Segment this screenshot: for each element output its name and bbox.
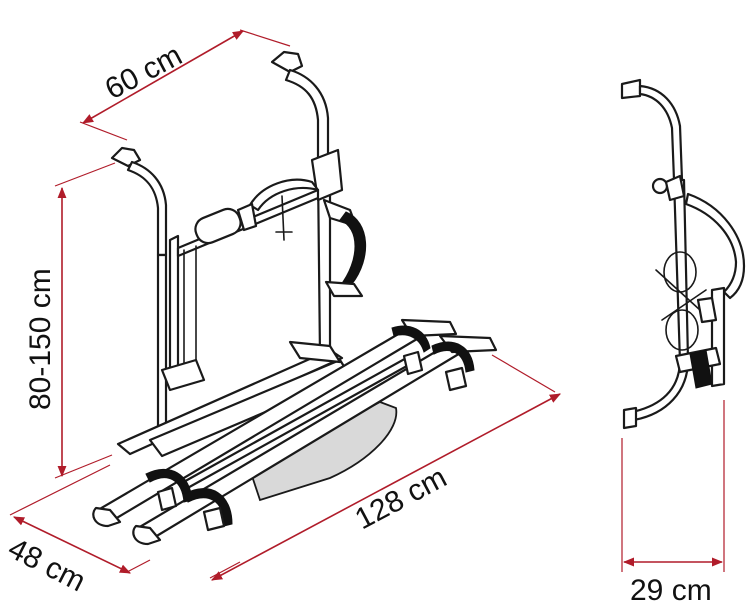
dimension-lines	[9, 29, 725, 581]
bike-rack-perspective-drawing	[92, 50, 498, 546]
depth-dimension-label: 48 cm	[3, 532, 91, 598]
side-depth-dimension-label: 29 cm	[630, 574, 712, 607]
length-dimension-label: 128 cm	[350, 461, 452, 536]
bike-rack-side-view-drawing	[620, 78, 746, 430]
width-dimension-label: 60 cm	[100, 39, 188, 106]
height-dimension-label: 80-150 cm	[24, 268, 57, 410]
